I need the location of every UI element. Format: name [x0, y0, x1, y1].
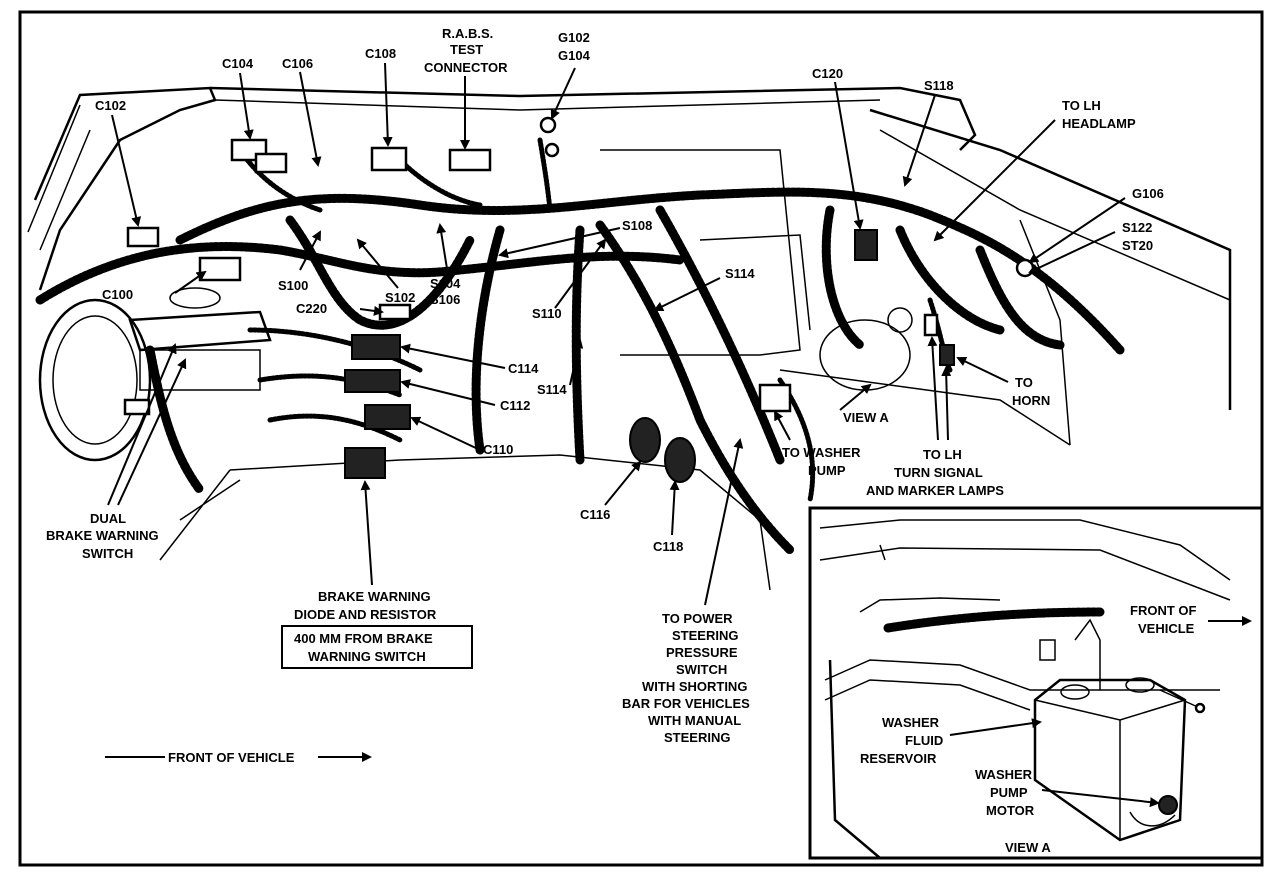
inset-frame: [808, 506, 1264, 860]
connector-c112: [344, 369, 401, 393]
label-c112: C112: [500, 398, 530, 413]
label-c114: C114: [508, 361, 539, 376]
label-turn-signal-1: TO LH: [923, 447, 962, 462]
label-ps-4: SWITCH: [676, 662, 727, 677]
label-s118: S118: [924, 78, 954, 93]
connector-c110: [364, 404, 411, 430]
label-turn-signal-2: TURN SIGNAL: [894, 465, 983, 480]
label-st20: ST20: [1122, 238, 1153, 253]
label-lh-headlamp-1: TO LH: [1062, 98, 1101, 113]
label-turn-signal-3: AND MARKER LAMPS: [866, 483, 1004, 498]
label-c118: C118: [653, 539, 683, 554]
connector-c100: [198, 256, 242, 282]
main-harness: [35, 187, 1125, 555]
washer-pump-motor: [1158, 795, 1178, 815]
outer-frame: [18, 10, 1264, 867]
label-to-horn-2: HORN: [1012, 393, 1050, 408]
label-ps-5: WITH SHORTING: [642, 679, 747, 694]
label-view-a: VIEW A: [843, 410, 889, 425]
label-inset-view-a: VIEW A: [1005, 840, 1051, 855]
label-dual-brake-3: SWITCH: [82, 546, 133, 561]
label-ps-6: BAR FOR VEHICLES: [622, 696, 750, 711]
label-rabs-3: CONNECTOR: [424, 60, 508, 75]
label-washer-motor-1: WASHER: [975, 767, 1033, 782]
label-c116: C116: [580, 507, 610, 522]
label-ps-2: STEERING: [672, 628, 738, 643]
label-washer-res-3: RESERVOIR: [860, 751, 937, 766]
connector-horn: [939, 344, 955, 366]
label-rabs-2: TEST: [450, 42, 483, 57]
label-to-horn-1: TO: [1015, 375, 1033, 390]
label-washer-pump-2: PUMP: [808, 463, 846, 478]
label-washer-res-2: FLUID: [905, 733, 943, 748]
label-c220: C220: [296, 301, 327, 316]
label-brake-diode-1: BRAKE WARNING: [318, 589, 431, 604]
label-c100: C100: [102, 287, 133, 302]
connector-c108: [370, 146, 408, 172]
label-s110: S110: [532, 306, 562, 321]
label-c120: C120: [812, 66, 843, 81]
label-s100: S100: [278, 278, 308, 293]
label-c106: C106: [282, 56, 313, 71]
connector-c102: [126, 226, 160, 248]
label-washer-res-1: WASHER: [882, 715, 940, 730]
label-inset-front-1: FRONT OF: [1130, 603, 1196, 618]
label-c102: C102: [95, 98, 126, 113]
label-brake-box-1: 400 MM FROM BRAKE: [294, 631, 433, 646]
label-ps-1: TO POWER: [662, 611, 733, 626]
label-g104: G104: [558, 48, 591, 63]
connector-c118: [664, 437, 696, 483]
label-lh-headlamp-2: HEADLAMP: [1062, 116, 1136, 131]
connector-c220: [378, 303, 412, 321]
label-washer-motor-3: MOTOR: [986, 803, 1035, 818]
dual-brake-switch: [123, 398, 151, 416]
label-s104: S104: [430, 276, 461, 291]
label-s114-b: S114: [537, 382, 567, 397]
label-s108: S108: [622, 218, 652, 233]
label-front-of-vehicle: FRONT OF VEHICLE: [168, 750, 295, 765]
label-s114-a: S114: [725, 266, 755, 281]
label-brake-diode-2: DIODE AND RESISTOR: [294, 607, 437, 622]
label-washer-pump-1: TO WASHER: [782, 445, 861, 460]
inset-view-a: FRONT OF VEHICLE WASHER FLUID RESERVOIR …: [808, 506, 1264, 860]
label-rabs-1: R.A.B.S.: [442, 26, 493, 41]
ground-g104: [544, 142, 560, 158]
label-brake-box-2: WARNING SWITCH: [308, 649, 426, 664]
label-g102: G102: [558, 30, 590, 45]
label-dual-brake-1: DUAL: [90, 511, 126, 526]
ground-g102: [539, 116, 557, 134]
connector-c106: [254, 152, 288, 174]
label-inset-front-2: VEHICLE: [1138, 621, 1195, 636]
label-ps-7: WITH MANUAL: [648, 713, 741, 728]
main-labels: C102 C104 C106 C108 R.A.B.S. TEST CONNEC…: [46, 26, 1164, 765]
connector-c120: [854, 229, 878, 261]
label-ps-3: PRESSURE: [666, 645, 738, 660]
label-ps-8: STEERING: [664, 730, 730, 745]
label-c110: C110: [483, 442, 513, 457]
connector-c114: [351, 334, 401, 360]
label-s122: S122: [1122, 220, 1152, 235]
connector-turn-signal: [923, 313, 939, 337]
connector-c116: [629, 417, 661, 463]
label-washer-motor-2: PUMP: [990, 785, 1028, 800]
label-dual-brake-2: BRAKE WARNING: [46, 528, 159, 543]
connector-rabs: [448, 148, 492, 172]
connector-washer-pump: [758, 383, 792, 413]
leader-lines: [105, 62, 1126, 762]
label-c104: C104: [222, 56, 254, 71]
label-s102: S102: [385, 290, 415, 305]
label-c108: C108: [365, 46, 396, 61]
connectors: [123, 116, 1035, 483]
label-s106: S106: [430, 292, 460, 307]
label-g106: G106: [1132, 186, 1164, 201]
brake-diode-resistor: [344, 447, 386, 479]
brake-note-box: [281, 625, 473, 669]
